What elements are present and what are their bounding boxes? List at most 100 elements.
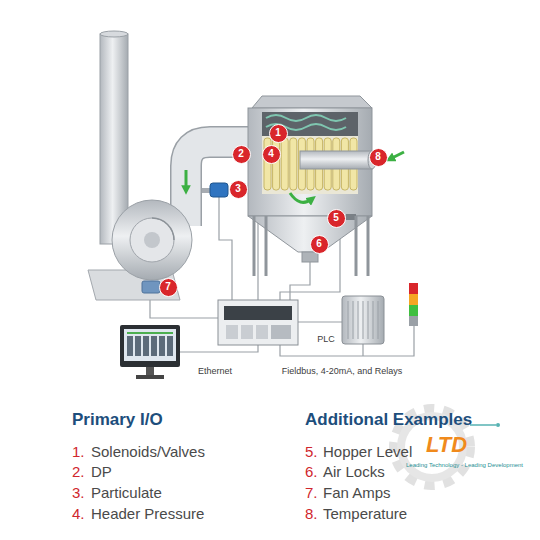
controller-module: [226, 325, 238, 339]
label-slot: 1.: [72, 443, 85, 461]
stack-light-green: [409, 305, 418, 316]
list-number: 5.: [305, 443, 318, 460]
callout-number: 2: [232, 145, 251, 164]
flow-arrow: [390, 152, 404, 159]
label-slot: Leading Technology - Leading Development: [406, 462, 523, 469]
fin: [358, 301, 359, 339]
callout-text: 8: [375, 152, 381, 162]
monitor-base: [136, 375, 164, 379]
label-slot: Fieldbus, 4-20mA, and Relays: [282, 366, 403, 377]
label-slot: Additional Examples: [305, 410, 472, 430]
signal-label: Ethernet: [198, 366, 232, 376]
callout-text: 4: [268, 149, 274, 159]
duct: [186, 142, 250, 226]
filter-bag: [281, 138, 288, 190]
plc-fins: [348, 301, 378, 339]
wire: [219, 197, 232, 300]
gauge: [167, 336, 173, 356]
stack-light-red: [409, 283, 418, 294]
particulate-sensor: [210, 183, 228, 197]
gauge: [151, 336, 157, 356]
list-heading: Primary I/O: [72, 410, 163, 429]
watermark-text: Leading Technology - Leading Development: [406, 462, 523, 468]
label-slot: Air Locks: [323, 463, 385, 481]
callout-text: 2: [238, 149, 244, 159]
label-slot: 2.: [72, 463, 85, 481]
signal-label: Fieldbus, 4-20mA, and Relays: [282, 366, 403, 376]
list-item: Solenoids/Valves: [91, 443, 205, 460]
circuit-trace: [470, 424, 496, 426]
wire: [298, 321, 342, 322]
screen-gauges: [127, 332, 173, 356]
callout-text: 6: [316, 239, 322, 249]
fan-motor: [142, 281, 160, 293]
label-slot: 5.: [305, 443, 318, 461]
controller-box: [218, 300, 298, 345]
controller-module: [241, 325, 253, 339]
plc-enclosure: [342, 296, 384, 344]
list-item: Temperature: [323, 505, 407, 522]
list-item: Fan Amps: [323, 484, 391, 501]
fin: [368, 301, 369, 339]
label-slot: 7.: [305, 484, 318, 502]
fan-inlet: [130, 218, 174, 262]
label-slot: 6.: [305, 463, 318, 481]
label-slot: Solenoids/Valves: [91, 443, 205, 461]
callout-number: 5: [327, 209, 346, 228]
watermark-logo: LTD: [426, 432, 467, 457]
callout-text: 3: [235, 184, 241, 194]
controller-display: [224, 306, 292, 320]
callout-number: 3: [229, 180, 248, 199]
list-number: 2.: [72, 463, 85, 480]
list-item: Air Locks: [323, 463, 385, 480]
stack-top: [100, 31, 128, 37]
filter-bag: [290, 138, 297, 190]
label-slot: 3.: [72, 484, 85, 502]
collector-legs: [254, 216, 368, 276]
label-slot: Header Pressure: [91, 505, 204, 523]
gauge: [159, 336, 165, 356]
callout-number: 4: [262, 145, 281, 164]
collector-roof: [252, 96, 372, 108]
list-number: 3.: [72, 484, 85, 501]
fin: [363, 301, 364, 339]
monitor-stand: [146, 367, 154, 375]
label-slot: Particulate: [91, 484, 162, 502]
label-slot: Temperature: [323, 505, 407, 523]
ethernet-wire: [180, 345, 258, 352]
leg: [265, 216, 268, 276]
callout-number: 1: [269, 124, 288, 143]
fin: [378, 301, 379, 339]
fan-scroll: [152, 218, 174, 240]
inlet-pipe: [300, 151, 372, 169]
callout-number: 6: [310, 235, 329, 254]
callout-number: 7: [159, 278, 178, 297]
list-number: 4.: [72, 505, 85, 522]
pulse-pipe: [266, 115, 346, 121]
leg: [355, 216, 358, 276]
list-number: 8.: [305, 505, 318, 522]
list-number: 6.: [305, 463, 318, 480]
device-label: PLC: [317, 334, 335, 344]
controller-module: [256, 325, 268, 339]
list-item: Header Pressure: [91, 505, 204, 522]
callout-text: 5: [333, 213, 339, 223]
gauge-bar: [127, 332, 173, 334]
fin: [348, 301, 349, 339]
callout-text: 1: [275, 128, 281, 138]
monitor-screen: [124, 329, 176, 361]
circuit-dot: [496, 423, 500, 427]
list-item: DP: [91, 463, 112, 480]
leg: [253, 216, 256, 276]
leg: [367, 216, 370, 276]
collector-housing: [248, 108, 372, 216]
label-slot: Hopper Level: [323, 443, 412, 461]
fan-hub: [144, 232, 160, 248]
label-slot: 4.: [72, 505, 85, 523]
wire: [362, 344, 363, 356]
flow-arrow: [185, 170, 188, 190]
flow-arrow: [290, 193, 312, 202]
stack-light-amber: [409, 294, 418, 305]
